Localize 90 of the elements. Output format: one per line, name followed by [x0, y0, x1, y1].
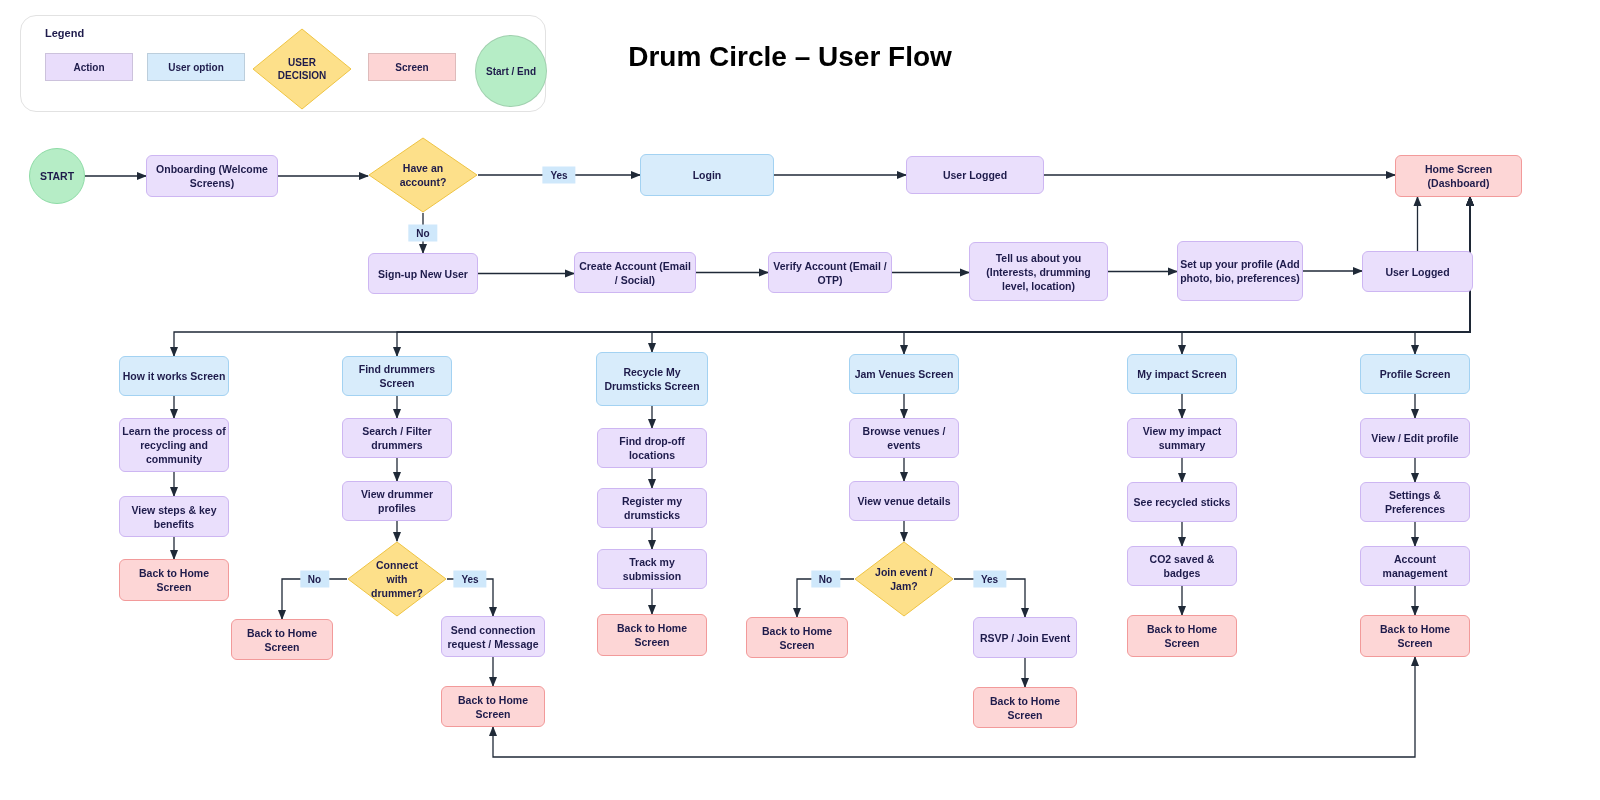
screen-box: Back to Home Screen [973, 687, 1077, 728]
diagram-title: Drum Circle – User Flow [627, 40, 953, 74]
action-box: Register my drumsticks [597, 488, 707, 528]
arrow [477, 269, 576, 278]
option-box: Find drummers Screen [342, 356, 452, 396]
arrow [647, 467, 657, 490]
action-box: Onboarding (Welcome Screens) [146, 155, 278, 197]
arrow [899, 393, 909, 420]
decision-diamond: Connect with drummer? [347, 541, 447, 617]
legend-title: Legend [45, 26, 85, 41]
screen-box: Back to Home Screen [119, 559, 229, 601]
arrow [647, 405, 657, 430]
screen-box: Back to Home Screen [746, 617, 848, 658]
edge-label: Yes [453, 570, 487, 588]
decision-diamond: Have an account? [368, 137, 478, 213]
screen-box: Home Screen (Dashboard) [1395, 155, 1522, 197]
arrow [891, 268, 971, 277]
action-box: Browse venues / events [849, 418, 959, 458]
screen-box: Back to Home Screen [597, 614, 707, 656]
arrow [1410, 457, 1420, 484]
action-box: Settings & Preferences [1360, 482, 1470, 522]
edge-label: No [810, 570, 841, 588]
action-box: Create Account (Email / Social) [574, 252, 696, 293]
option-box: Jam Venues Screen [849, 354, 959, 394]
action-box: Search / Filter drummers [342, 418, 452, 458]
arrow [1410, 393, 1420, 420]
action-box: View my impact summary [1127, 418, 1237, 458]
arrow [647, 527, 657, 551]
action-box: RSVP / Join Event [973, 617, 1077, 658]
arrow [169, 471, 179, 498]
action-box: View venue details [849, 481, 959, 521]
action-box: User Logged [906, 156, 1044, 194]
arrow [899, 520, 909, 543]
arrow [169, 395, 179, 420]
legend-swatch: Screen [368, 53, 456, 81]
option-box: Login [640, 154, 774, 196]
arrow [392, 395, 402, 420]
action-box: Find drop-off locations [597, 428, 707, 468]
action-box: Learn the process of recycling and community [119, 418, 229, 472]
action-box: CO2 saved & badges [1127, 546, 1237, 586]
arrow [647, 588, 657, 616]
arrow [1177, 585, 1187, 617]
action-box: Tell us about you (Interests, drumming level, location) [969, 242, 1108, 301]
screen-box: Back to Home Screen [1360, 615, 1470, 657]
arrow [1410, 585, 1420, 617]
arrow [1177, 521, 1187, 548]
arrow [84, 171, 148, 181]
legend-swatch: Action [45, 53, 133, 81]
arrow [773, 170, 908, 180]
arrow [899, 457, 909, 483]
edge-label: No [408, 224, 438, 242]
arrow [1410, 521, 1420, 548]
screen-box: Back to Home Screen [441, 686, 545, 727]
action-box: View drummer profiles [342, 481, 452, 521]
legend-swatch: USER DECISION [252, 28, 352, 110]
option-box: Recycle My Drumsticks Screen [596, 352, 708, 406]
action-box: Send connection request / Message [441, 616, 545, 657]
legend-swatch: User option [147, 53, 245, 81]
arrow [1043, 170, 1397, 180]
arrow [488, 656, 498, 688]
option-box: How it works Screen [119, 356, 229, 396]
action-box: Account management [1360, 546, 1470, 586]
screen-box: Back to Home Screen [1127, 615, 1237, 657]
arrow [169, 536, 179, 561]
arrow [1413, 195, 1422, 252]
action-box: User Logged [1362, 251, 1473, 292]
arrow [392, 457, 402, 483]
arrow [1177, 393, 1187, 420]
action-box: View / Edit profile [1360, 418, 1470, 458]
screen-box: Back to Home Screen [231, 619, 333, 660]
action-box: Track my submission [597, 549, 707, 589]
edge-label: Yes [542, 166, 576, 184]
arrow [1020, 657, 1030, 689]
arrow [1302, 266, 1364, 276]
arrow [277, 171, 370, 181]
option-box: Profile Screen [1360, 354, 1470, 394]
decision-diamond: Join event / Jam? [854, 541, 954, 617]
arrow [1107, 267, 1179, 276]
edge-label: No [299, 570, 330, 588]
action-box: Set up your profile (Add photo, bio, preferences) [1177, 241, 1303, 301]
arrow [695, 268, 770, 277]
edge-label: Yes [972, 570, 1007, 588]
arrow [488, 655, 1420, 758]
action-box: See recycled sticks [1127, 482, 1237, 522]
arrow [1177, 457, 1187, 484]
option-box: My impact Screen [1127, 354, 1237, 394]
action-box: Sign-up New User [368, 253, 478, 294]
action-box: View steps & key benefits [119, 496, 229, 537]
arrow [392, 520, 402, 543]
action-box: Verify Account (Email / OTP) [768, 252, 892, 293]
